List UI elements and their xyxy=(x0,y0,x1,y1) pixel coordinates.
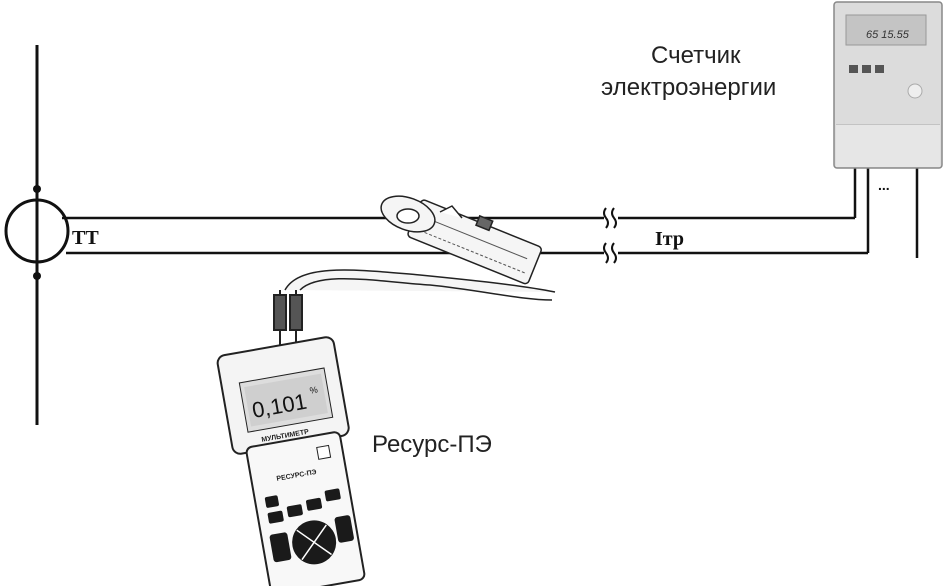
meter-label-line2: электроэнергии xyxy=(601,74,776,101)
device-label: Ресурс-ПЭ xyxy=(372,431,492,458)
secondary-wires xyxy=(62,168,919,258)
current-transformer-icon xyxy=(4,185,70,280)
ct-label: TT xyxy=(72,227,99,249)
meter-display: 65 15.55 xyxy=(866,29,910,41)
device-display-unit: % xyxy=(309,385,319,396)
wire-break-icon xyxy=(603,207,617,264)
energy-meter: 65 15.55 xyxy=(833,1,943,169)
current-clamp xyxy=(284,195,556,301)
meter-label-line1: Счетчик xyxy=(651,42,741,69)
test-leads xyxy=(273,290,303,345)
current-label: Iтр xyxy=(655,228,684,250)
resurs-pe-device: 0,101 % МУЛЬТИМЕТР РЕСУРС-ПЭ xyxy=(216,336,366,586)
more-wires-ellipsis: ... xyxy=(878,177,890,193)
